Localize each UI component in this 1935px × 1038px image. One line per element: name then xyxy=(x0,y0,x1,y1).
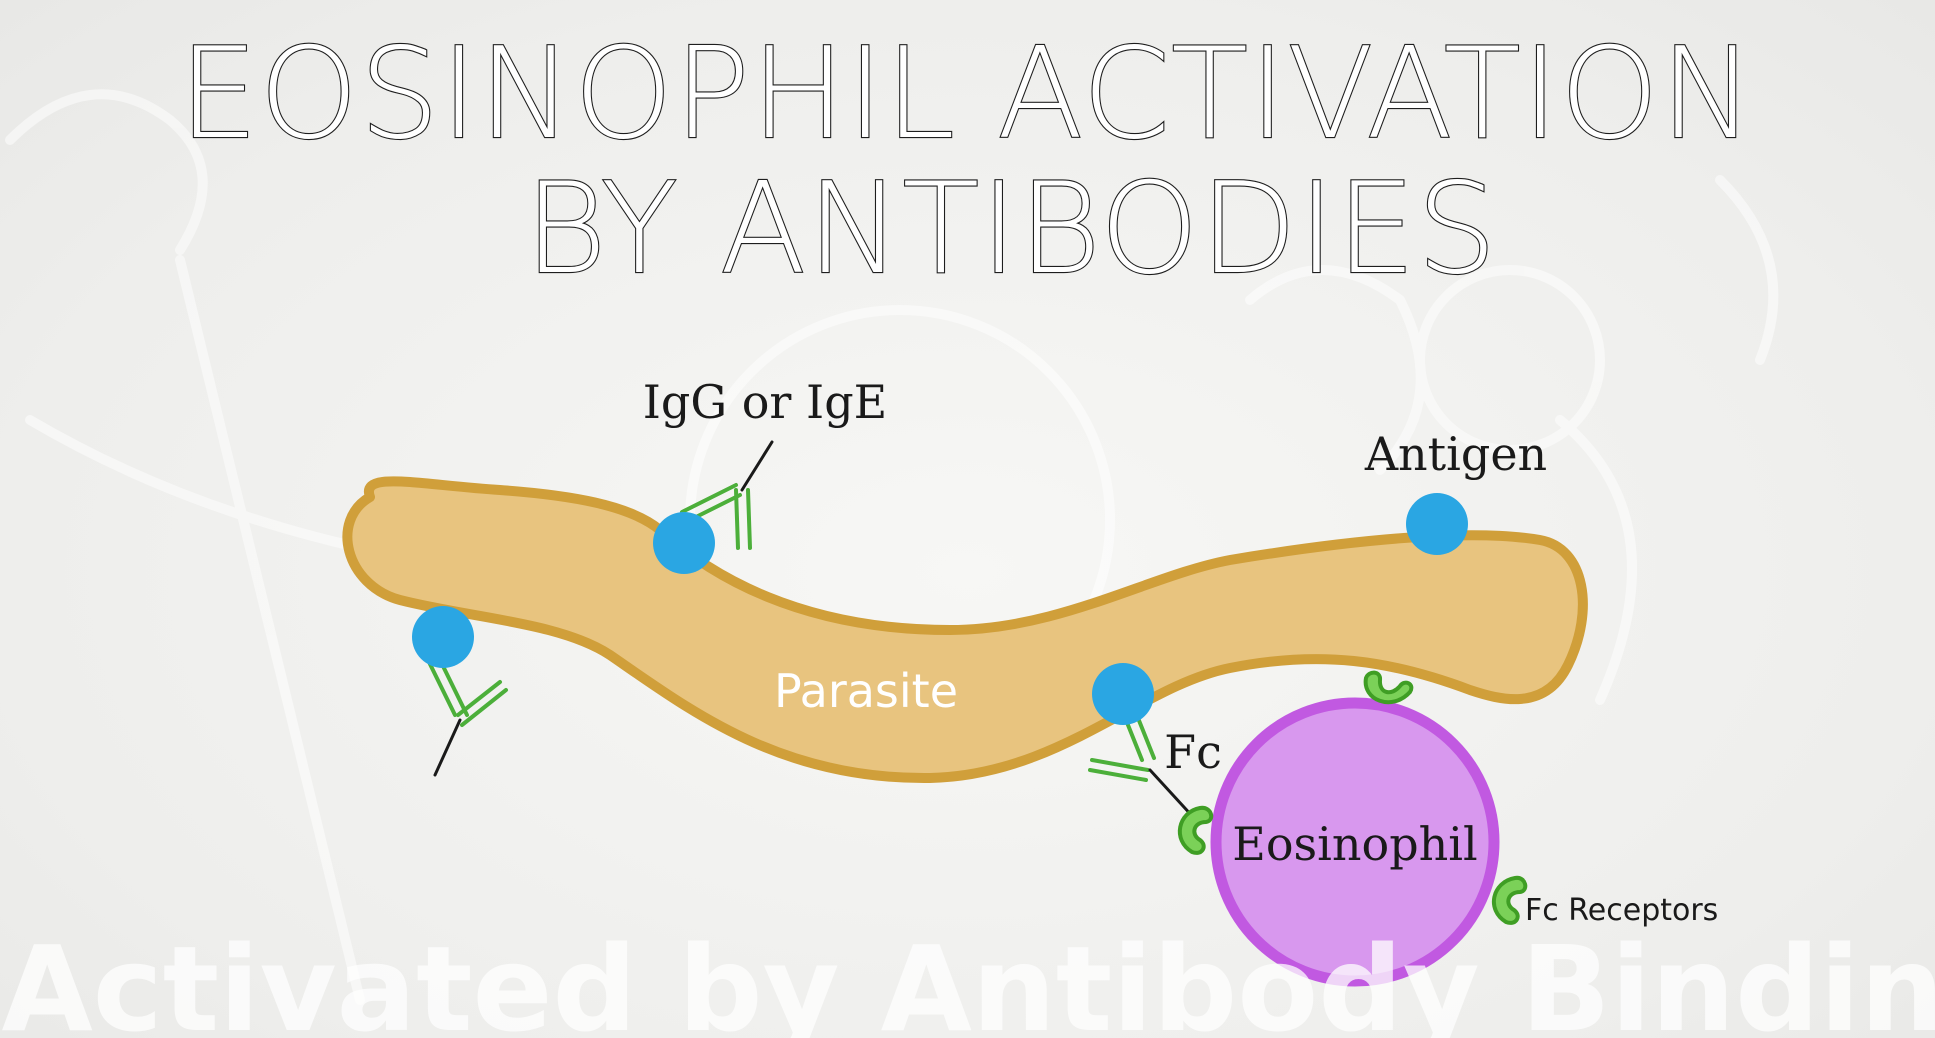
fc-receptors-label: Fc Receptors xyxy=(1525,893,1718,928)
title-line-1: EOSINOPHIL ACTIVATION xyxy=(179,20,1756,167)
fc-receptor-top xyxy=(1363,670,1414,705)
antigen-left xyxy=(412,606,474,668)
antigen-fc xyxy=(1092,663,1154,725)
watermark-text: Activated by Antibody Binding xyxy=(1,920,1935,1038)
antibody-label: IgG or IgE xyxy=(643,375,888,429)
antibody-left xyxy=(426,658,508,777)
antigen-top xyxy=(653,512,715,574)
title-line-2: BY ANTIBODIES xyxy=(524,155,1497,302)
antigen-label: Antigen xyxy=(1364,427,1547,481)
fc-receptor-right xyxy=(1491,875,1528,925)
fc-label: Fc xyxy=(1164,725,1222,779)
parasite-label: Parasite xyxy=(774,664,958,718)
antigen-right xyxy=(1406,493,1468,555)
eosinophil-cell xyxy=(1210,697,1500,987)
fc-receptor-left xyxy=(1177,805,1214,855)
antibody-fc xyxy=(1088,716,1196,820)
eosinophil-label: Eosinophil xyxy=(1232,817,1477,871)
